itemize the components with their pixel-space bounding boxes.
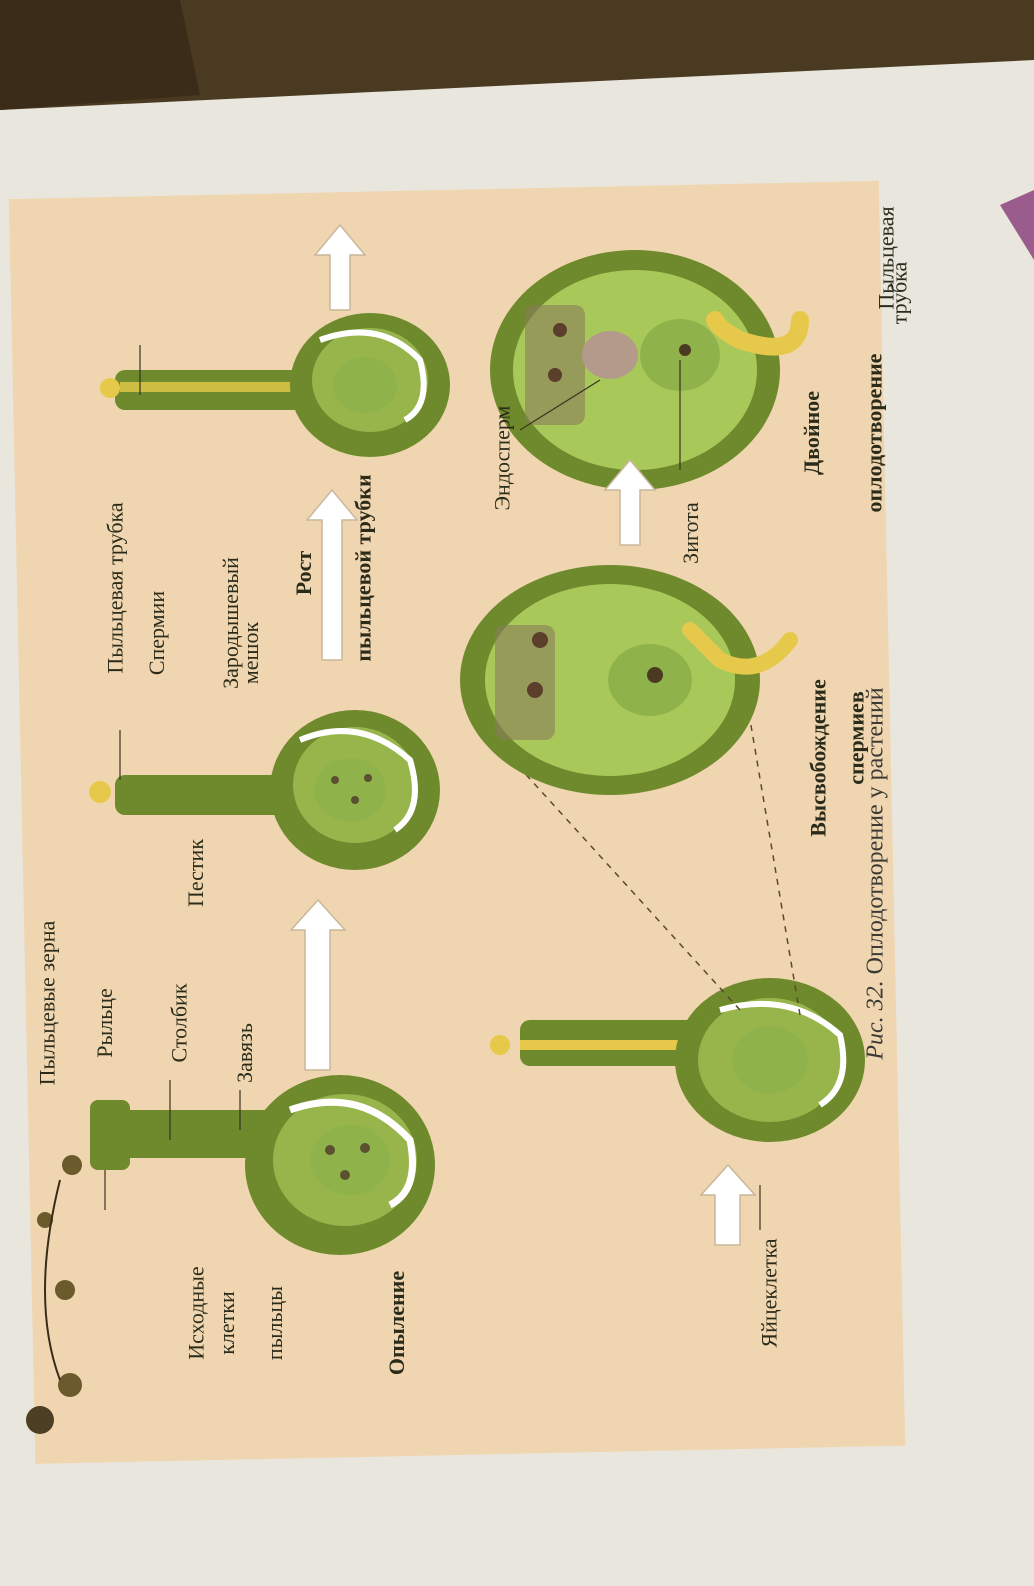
figure-caption: Рис. 32. Оплодотворение у растений [863, 687, 890, 1059]
label-egg-cell: Яйцеклетка [756, 1238, 782, 1348]
label-pollination: Опыление [384, 1270, 410, 1376]
label-release-1: Высвобождение [805, 679, 831, 837]
label-sperm: Спермии [144, 590, 170, 676]
pollen-grain [62, 1155, 82, 1175]
process-arrow [313, 223, 367, 311]
caption-prefix: Рис. 32. [862, 980, 889, 1060]
embryo-sac-double-fertilization [490, 250, 809, 490]
process-arrow [603, 458, 657, 546]
label-initial-cells-2: клетки [213, 1291, 239, 1355]
zoom-line [489, 734, 741, 1011]
label-endosperm: Эндосперм [489, 405, 515, 511]
process-arrow [305, 488, 359, 661]
caption-text: Оплодотворение у растений [862, 687, 889, 975]
pistil-stage-3 [100, 313, 450, 457]
pollen-grain [58, 1373, 82, 1397]
label-style: Столбик [166, 983, 192, 1063]
label-pollen-tube-2b: трубка [886, 261, 912, 325]
pollen-grain [37, 1212, 53, 1228]
process-arrow [289, 898, 347, 1071]
label-pollen-tube-1: Пыльцевая трубка [102, 502, 128, 674]
pistil-stage-4 [490, 978, 865, 1142]
label-zygote: Зигота [677, 502, 703, 564]
label-pollen-grains: Пыльцевые зерна [34, 920, 60, 1086]
pistil-stage-2 [89, 710, 440, 870]
pollen-grain [55, 1280, 75, 1300]
label-initial-cells-1: Исходные [183, 1266, 209, 1360]
label-ovary: Завязь [231, 1023, 257, 1083]
label-initial-cells-3: пыльцы [262, 1285, 288, 1361]
label-growth-1: Рост [291, 550, 317, 596]
embryo-sac-release [460, 565, 798, 795]
label-pistil: Пестик [183, 838, 209, 908]
pistil-stage-1 [90, 1075, 435, 1255]
label-growth-2: пыльцевой трубки [350, 474, 376, 662]
process-arrow [699, 1163, 757, 1246]
label-double-2: оплодотворение [861, 353, 887, 513]
label-stigma: Рыльце [91, 988, 117, 1058]
page-corner-mark [1000, 190, 1034, 260]
pollen-grain [26, 1406, 54, 1434]
label-double-1: Двойное [798, 391, 824, 475]
pollination-arrow [44, 1179, 61, 1381]
label-embryo-sac-2: мешок [238, 621, 264, 685]
